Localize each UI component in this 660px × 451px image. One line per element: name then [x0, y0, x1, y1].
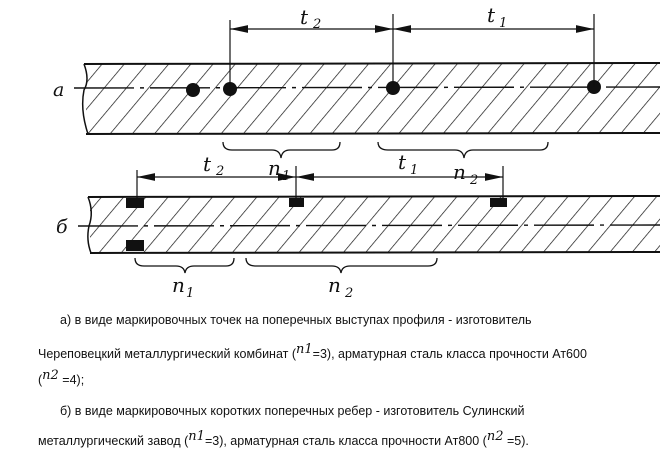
caption-text: =5).	[503, 434, 529, 448]
caption-text: =4);	[58, 373, 85, 387]
marking-rib	[126, 240, 144, 251]
label-t1: t	[487, 3, 496, 27]
label-t1-sub: 1	[499, 16, 507, 31]
symbol-n2: n2	[486, 429, 504, 444]
caption-text: Череповецкий металлургический комбинат (	[38, 347, 297, 361]
symbol-n1: n1	[188, 429, 205, 444]
label-t2-sub: 2	[312, 17, 321, 32]
label-n1: n	[172, 273, 185, 297]
label-t2: t	[203, 152, 212, 176]
symbol-n1: n1	[296, 342, 313, 357]
brace-n2	[245, 257, 438, 274]
brace-n1	[134, 257, 235, 274]
label-b: б	[56, 216, 68, 238]
label-n2-sub: 2	[344, 286, 353, 300]
label-n2: n	[328, 273, 341, 297]
label-t2: t	[300, 5, 309, 29]
bar-b: б t 2 t 1 n 1 n 2	[56, 150, 660, 300]
marking-dot	[186, 83, 200, 97]
caption-text: =3), арматурная сталь класса прочности А…	[204, 434, 487, 448]
caption-line-1: а) в виде маркировочных точек на попереч…	[60, 313, 532, 327]
caption-line-2: Череповецкий металлургический комбинат (…	[38, 342, 587, 362]
caption-text: =3), арматурная сталь класса прочности А…	[312, 347, 587, 361]
symbol-n2: n2	[42, 368, 59, 383]
caption-text: (	[38, 373, 43, 387]
label-t2-sub: 2	[215, 164, 224, 179]
label-t1: t	[398, 150, 407, 174]
caption-line-3: (n2 =4);	[38, 368, 85, 388]
caption-text: металлургический завод (	[38, 434, 189, 448]
label-n2: n	[453, 160, 466, 184]
caption-line-5: металлургический завод (n1=3), арматурна…	[38, 429, 529, 449]
label-n1-sub: 1	[186, 286, 194, 300]
marking-rib	[490, 198, 507, 207]
marking-rib	[126, 198, 144, 208]
marking-rib	[289, 198, 304, 207]
caption-line-4: б) в виде маркировочных коротких попереч…	[60, 404, 525, 418]
brace-n1	[222, 141, 341, 159]
bar-a: a t 2 t 1 n 1 n 2	[53, 3, 660, 188]
label-t1-sub: 1	[410, 163, 418, 178]
label-n2-sub: 2	[469, 173, 478, 188]
label-a: a	[53, 79, 64, 101]
rebar-marking-diagram: a t 2 t 1 n 1 n 2 б t 2 t 1 n 1 n 2	[53, 3, 660, 300]
brace-n2	[377, 141, 549, 159]
